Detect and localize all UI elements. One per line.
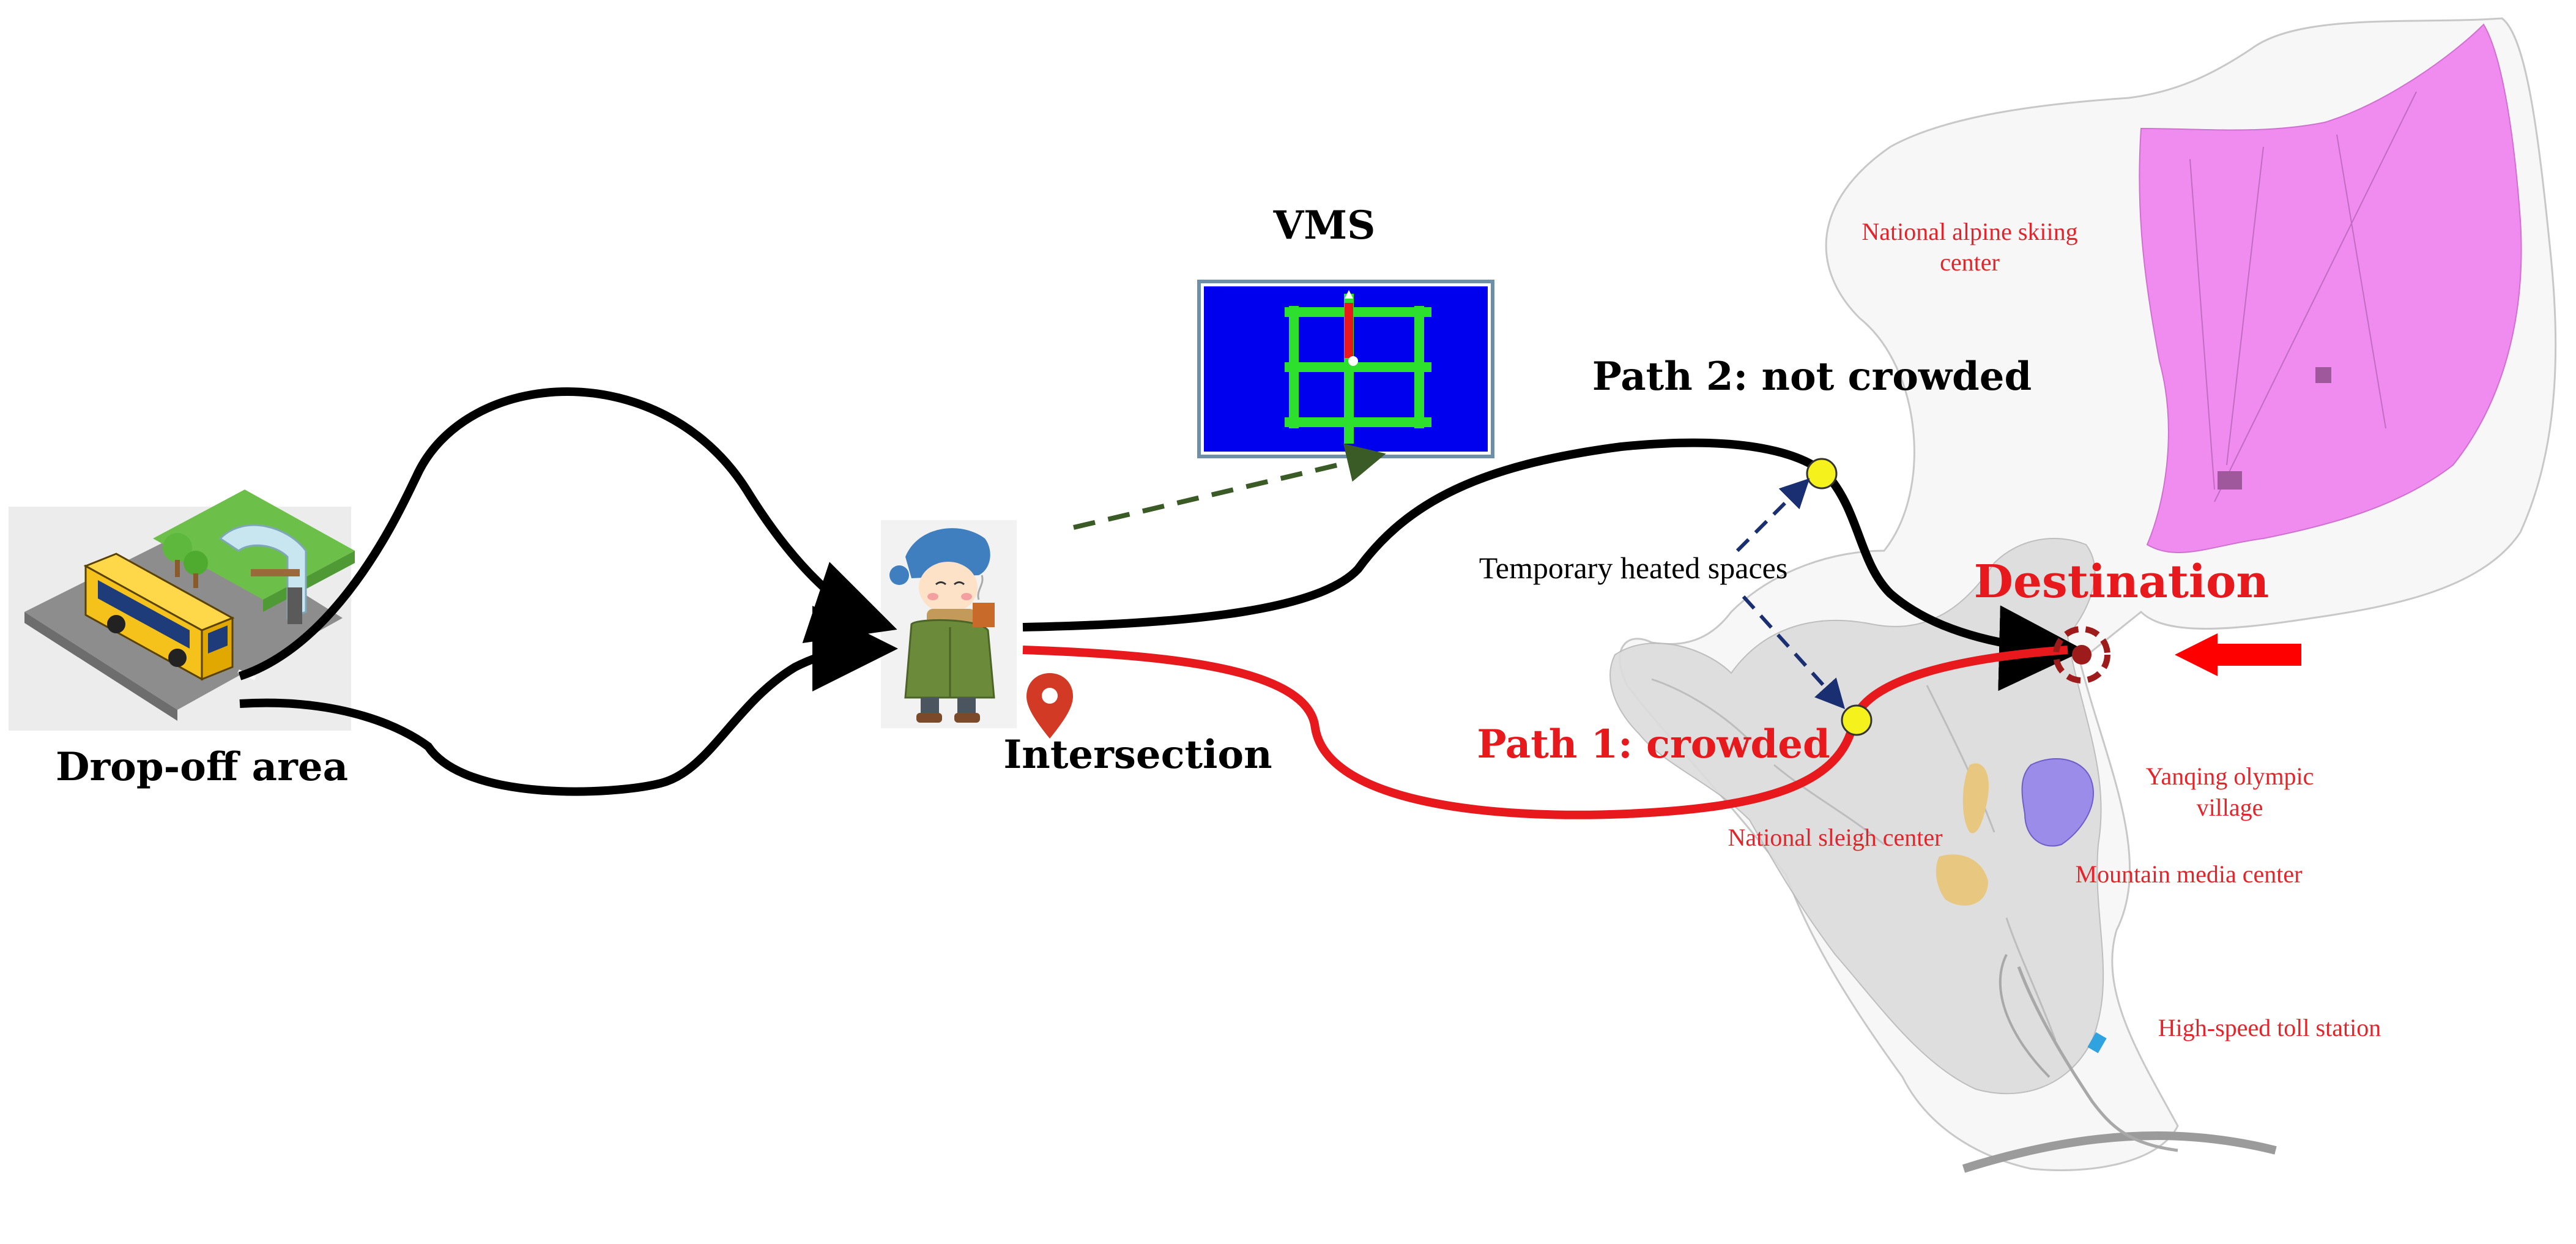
destination-target-icon bbox=[2053, 626, 2110, 683]
alpine-label-line1: National alpine skiing bbox=[1861, 218, 2077, 245]
heated-arrow-up bbox=[1735, 478, 1810, 553]
lower-route-to-intersection bbox=[239, 606, 898, 796]
toll-station-marker bbox=[2087, 1032, 2107, 1054]
media-label: Mountain media center bbox=[2076, 860, 2303, 888]
sleigh-center-region bbox=[1962, 763, 1989, 833]
alpine-label-line2: center bbox=[1940, 248, 2000, 276]
vms-info-arrow bbox=[1073, 443, 1386, 530]
alpine-slope-lines bbox=[2189, 91, 2417, 502]
vms-label: VMS bbox=[1273, 203, 1376, 248]
map-terrain bbox=[1609, 538, 2104, 1095]
alpine-structure bbox=[2218, 471, 2242, 490]
map-labels: National alpine skiing center Yanqing ol… bbox=[1728, 218, 2381, 1041]
yanqing-label-line1: Yanqing olympic bbox=[2146, 762, 2314, 790]
arrow-left-icon bbox=[2175, 633, 2301, 676]
heated-space-point-1 bbox=[1806, 458, 1838, 490]
drop-off-area-label: Drop-off area bbox=[56, 744, 348, 790]
heated-space-point-2 bbox=[1841, 704, 1873, 736]
alpine-skiing-region bbox=[2139, 23, 2522, 553]
media-center-region bbox=[1936, 854, 1988, 906]
sleigh-label: National sleigh center bbox=[1728, 824, 1943, 851]
toll-label: High-speed toll station bbox=[2158, 1014, 2381, 1041]
person-holding-drink-icon bbox=[881, 520, 1017, 728]
yanqing-village-region bbox=[2021, 758, 2094, 847]
path-1-label: Path 1: crowded bbox=[1477, 721, 1830, 767]
vms-board bbox=[1197, 280, 1494, 458]
temporary-heated-spaces-label: Temporary heated spaces bbox=[1479, 551, 1788, 585]
path-2-line bbox=[1022, 438, 2085, 691]
venue-map bbox=[1609, 17, 2557, 1173]
bus-stop-icon bbox=[9, 490, 355, 731]
path-2-label: Path 2: not crowded bbox=[1592, 354, 2032, 400]
access-road-2 bbox=[1999, 954, 2051, 1078]
highway-road bbox=[1962, 1131, 2277, 1173]
intersection-label: Intersection bbox=[1003, 732, 1272, 778]
path-1-line bbox=[1022, 646, 2068, 819]
destination-label: Destination bbox=[1974, 556, 2269, 608]
alpine-structure-2 bbox=[2315, 367, 2331, 383]
upper-route-to-intersection bbox=[238, 387, 897, 680]
yanqing-label-line2: village bbox=[2197, 794, 2263, 821]
map-terrain-detail bbox=[1651, 678, 2057, 1041]
access-road bbox=[2017, 966, 2178, 1152]
location-pin-icon bbox=[1026, 673, 1073, 739]
